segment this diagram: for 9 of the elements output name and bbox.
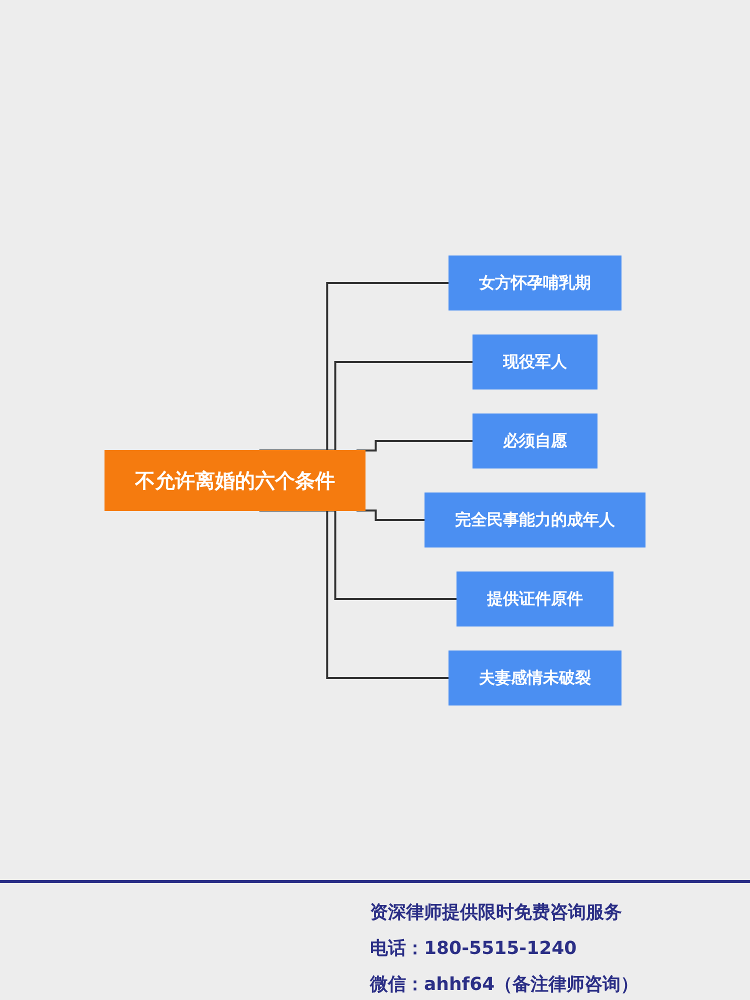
connector [356,509,425,520]
node-box: 女方怀孕哺乳期 [448,255,622,310]
contact-text: 电话：180-5515-1240 [370,937,578,961]
node-box: 必须自愿 [472,413,598,468]
contact-text: 微信：ahhf64（备注律师咨询） [370,973,639,997]
node-box: 夫妻感情未破裂 [448,650,622,705]
node-box: 完全民事能力的成年人 [424,492,646,547]
connector [259,509,449,678]
slogan-text: 资深律师提供限时免费咨询服务 [370,901,623,925]
